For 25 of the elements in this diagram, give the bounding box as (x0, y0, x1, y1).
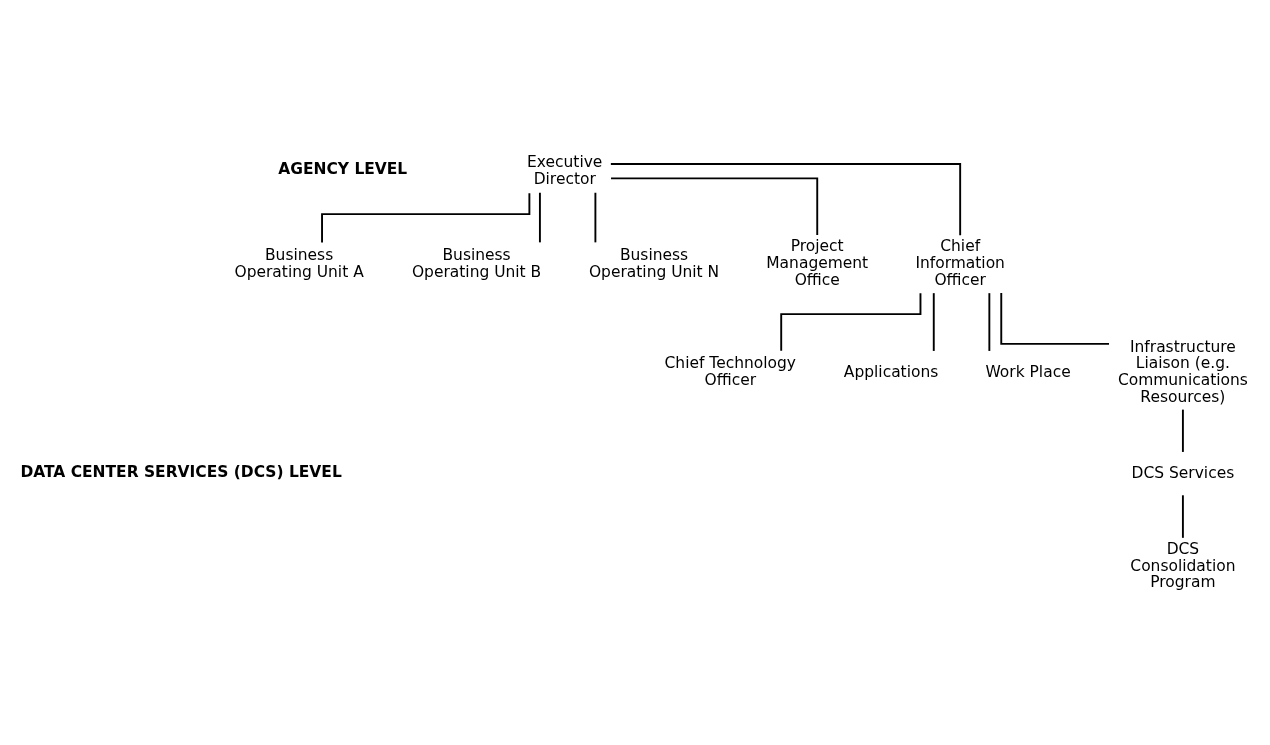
connector (1181, 408, 1184, 453)
connector (1000, 291, 1110, 345)
connector (538, 191, 541, 244)
node-text: Business Operating Unit B (411, 245, 542, 281)
node-text: DCS Consolidation Program (1130, 540, 1236, 592)
node-text: Business Operating Unit N (588, 245, 720, 281)
node-text: Chief Information Officer (915, 237, 1005, 289)
node-text: Executive Director (527, 152, 603, 188)
connector (932, 292, 935, 352)
node-text: Applications (843, 362, 939, 381)
connector (610, 177, 819, 237)
connector (1181, 494, 1184, 539)
node-text: Infrastructure Liaison (e.g. Communications Resources) (1117, 337, 1248, 406)
connector (780, 292, 922, 352)
node-text: Chief Technology Officer (664, 354, 797, 389)
connector (594, 191, 597, 244)
node-text: DCS Services (1131, 463, 1235, 482)
label: AGENCY LEVEL (278, 160, 408, 179)
node-text: Project Management Office (766, 237, 869, 289)
label: DATA CENTER SERVICES (DCS) LEVEL (20, 462, 342, 481)
connector (609, 163, 962, 237)
node-text: Business Operating Unit A (234, 245, 364, 281)
node-text: Work Place (985, 362, 1071, 381)
connector (321, 192, 531, 244)
connector (988, 292, 991, 352)
